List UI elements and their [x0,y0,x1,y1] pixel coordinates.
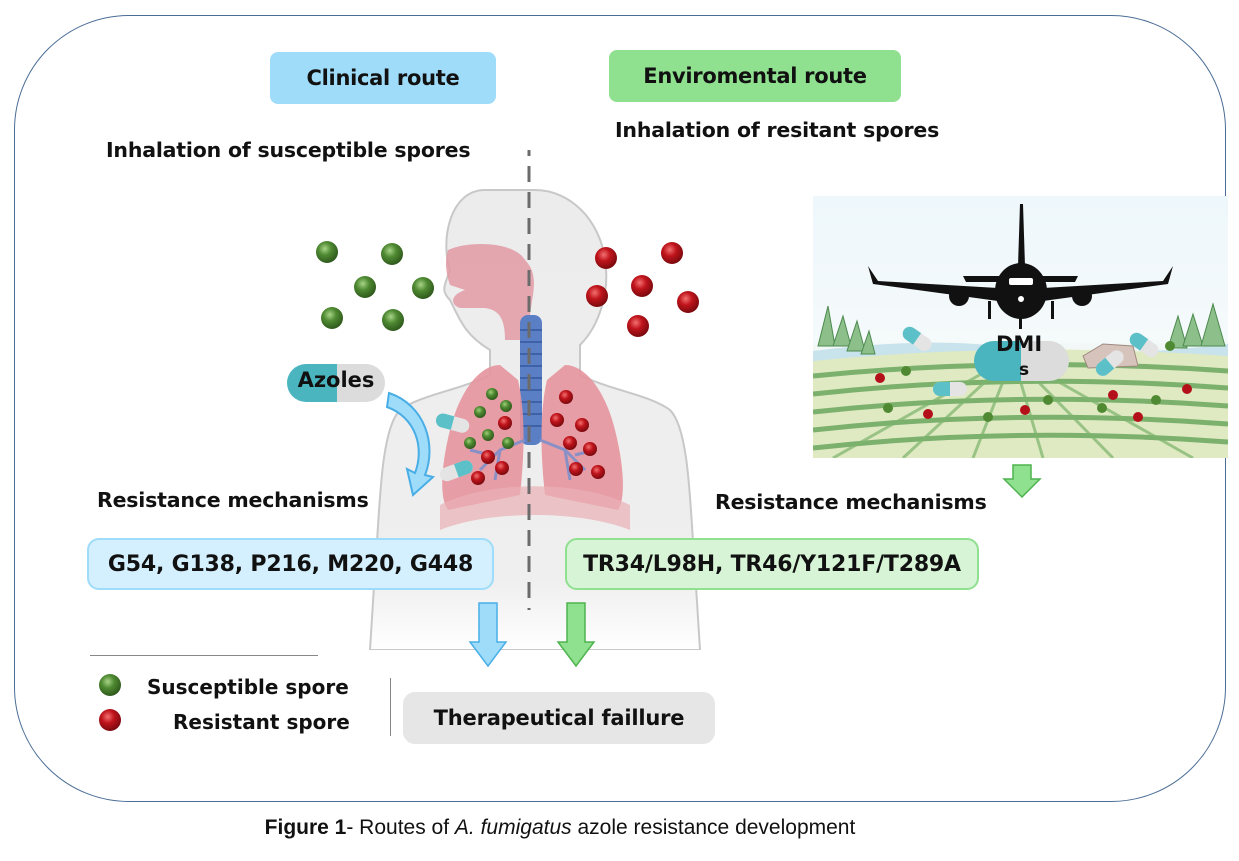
dmis-pill-label-line1: DMI [996,332,1043,356]
resistant-spore-icon [99,709,121,731]
environmental-mutations-text: TR34/L98H, TR46/Y121F/T289A [583,551,961,577]
environmental-inhalation-text: Inhalation of resitant spores [615,118,940,142]
environmental-scene-image: DMI s [813,196,1228,458]
azoles-pill: Azoles [287,364,385,402]
dmis-pill-label-line2: s [1019,360,1030,380]
right-lung-spores [550,390,605,479]
environmental-mechanisms-heading: Resistance mechanisms [715,490,987,514]
outcome-box: Therapeutical faillure [403,692,715,744]
clinical-mutations-text: G54, G138, P216, M220, G448 [107,551,474,577]
dmis-pill-right-half [1021,341,1069,381]
azoles-pill-right-half [337,364,385,402]
clinical-down-arrow-icon [468,602,508,668]
clinical-route-tag: Clinical route [270,52,496,104]
figure-caption: Figure 1- Routes of A. fumigatus azole r… [0,816,1120,840]
dmis-pill [974,341,1069,381]
field-and-airplane-illustration [813,204,1228,458]
azoles-pill-left-half [287,364,337,402]
environmental-route-tag: Enviromental route [609,50,901,102]
environmental-down-arrow-icon [556,602,596,668]
nasal-cavity [445,244,534,340]
legend-vertical-divider [390,678,391,736]
curved-arrow-icon [385,391,436,497]
caption-species: A. fumigatus [454,816,572,839]
trachea [520,315,542,445]
diaphragm [440,486,630,530]
caption-text-before: - Routes of [346,816,455,839]
clinical-mutations-box: G54, G138, P216, M220, G448 [87,538,494,590]
human-respiratory-illustration [368,150,702,650]
down-arrow-icon [1002,464,1042,498]
caption-text-after: azole resistance development [571,816,856,839]
legend-susceptible-label: Susceptible spore [147,675,349,699]
environmental-route-label: Enviromental route [643,64,867,88]
legend-resistant-label: Resistant spore [173,710,350,734]
left-lung-spores [464,388,514,485]
small-pill-icon [439,460,473,482]
clinical-mechanisms-heading: Resistance mechanisms [97,488,369,512]
resistant-spore-cluster [586,242,699,337]
environmental-mutations-box: TR34/L98H, TR46/Y121F/T289A [565,538,979,590]
azoles-pill-label: Azoles [297,368,375,392]
legend-divider [90,655,318,656]
outcome-label: Therapeutical faillure [433,706,685,730]
small-pill-icon [435,413,470,433]
dmis-pill-left-half [974,341,1021,381]
airplane-icon [868,204,1173,329]
clinical-route-label: Clinical route [306,66,460,90]
susceptible-spore-cluster [316,241,434,331]
airborne-spores [316,241,699,337]
caption-label: Figure 1 [264,816,347,839]
susceptible-spore-icon [99,674,121,696]
clinical-inhalation-text: Inhalation of susceptible spores [106,138,471,162]
